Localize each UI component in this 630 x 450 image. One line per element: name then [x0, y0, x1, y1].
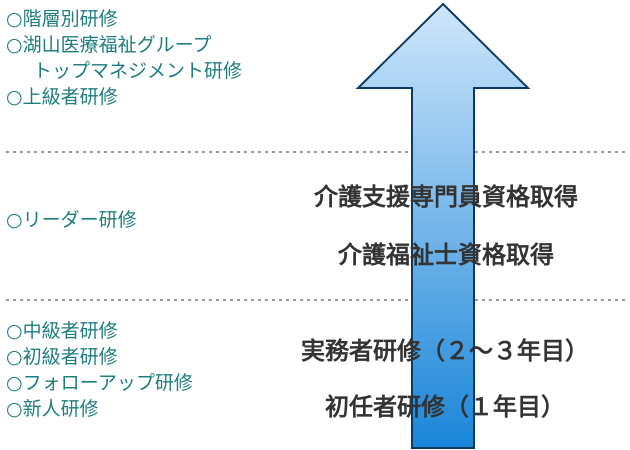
arrow-label-care-worker: 介護福祉士資格取得 — [338, 241, 554, 269]
arrow-label-care-manager: 介護支援専門員資格取得 — [314, 183, 578, 211]
tier-item: ○初級者研修 — [6, 346, 118, 368]
tier-item: ○湖山医療福祉グループ — [6, 34, 212, 56]
tier-top-list: ○階層別研修 ○湖山医療福祉グループ トップマネジメント研修 ○上級者研修 — [6, 6, 242, 110]
arrow-label-practitioner: 実務者研修（２～３年目） — [301, 337, 589, 365]
tier-bottom-list: ○中級者研修 ○初級者研修 ○フォローアップ研修 ○新人研修 — [6, 318, 193, 422]
tier-item: ○フォローアップ研修 — [6, 372, 193, 394]
tier-middle-list: ○リーダー研修 — [6, 207, 137, 233]
tier-item: ○新人研修 — [6, 398, 99, 420]
tier-item: トップマネジメント研修 — [33, 60, 243, 82]
arrow-label-new-staff: 初任者研修（１年目） — [325, 393, 565, 421]
tier-item: ○上級者研修 — [6, 86, 118, 108]
tier-item: ○リーダー研修 — [6, 209, 137, 231]
tier-item: ○中級者研修 — [6, 320, 118, 342]
progress-arrow-icon — [355, 2, 531, 449]
tier-item: ○階層別研修 — [6, 8, 118, 30]
